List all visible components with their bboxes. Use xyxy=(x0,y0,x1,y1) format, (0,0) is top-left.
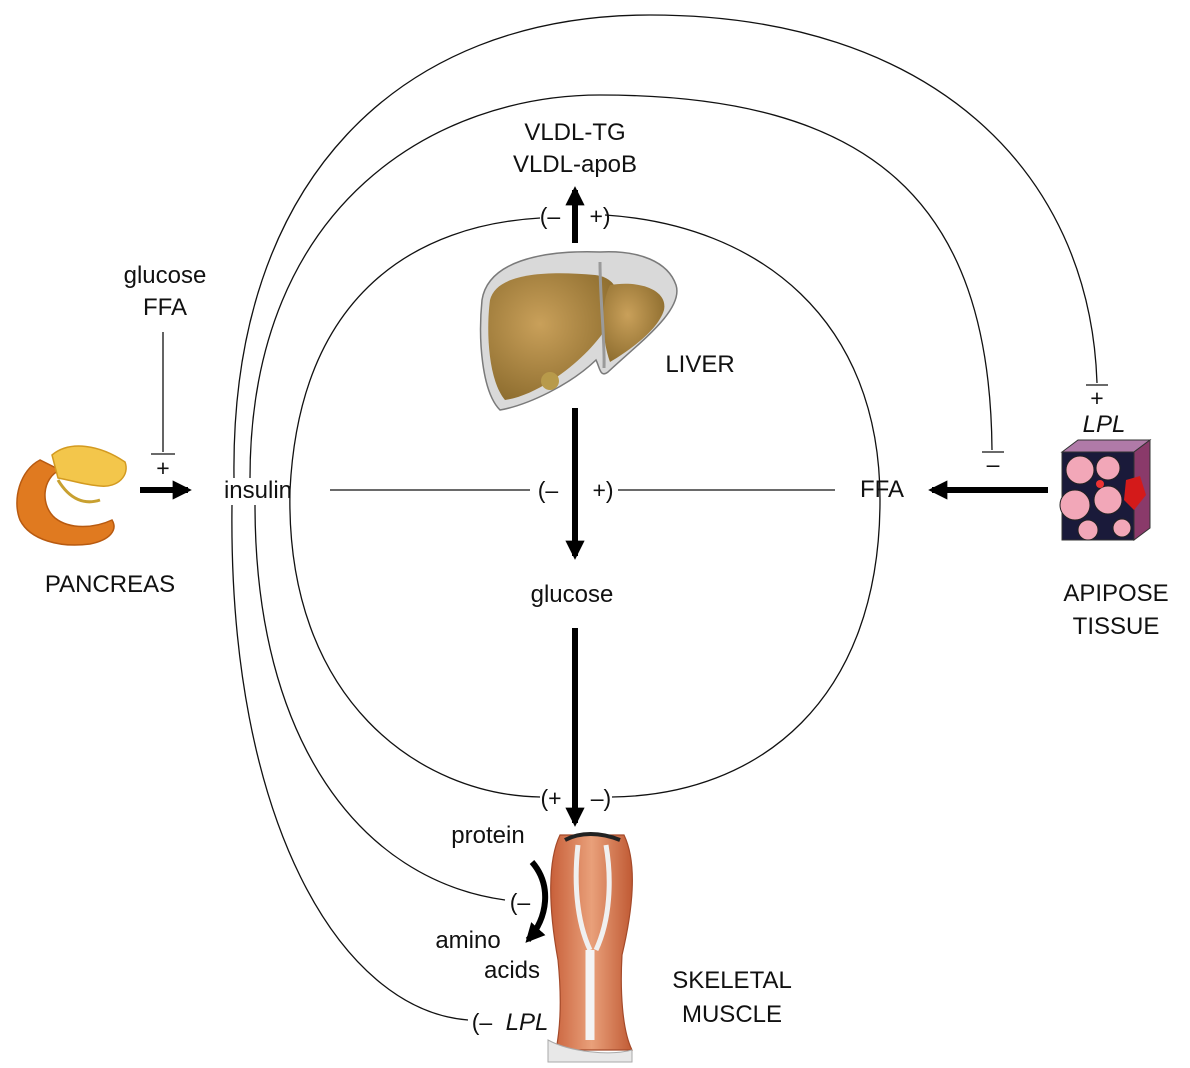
lpl-muscle-label: LPL xyxy=(506,1009,549,1036)
lpl-adipose-label: LPL xyxy=(1083,411,1126,438)
arc-insulin-muscle-lpl xyxy=(232,505,468,1020)
sign-protein-minus: (– xyxy=(510,889,531,915)
adipose-label-line1: APIPOSE xyxy=(1063,580,1168,607)
sign-muscle-minus: –) xyxy=(591,785,611,811)
sign-vldl-plus: +) xyxy=(589,203,610,229)
vldl-apob-label: VLDL-apoB xyxy=(513,151,637,178)
sign-glucose-plus: +) xyxy=(592,477,613,503)
skeletal-muscle-icon xyxy=(548,834,632,1062)
sign-vldl-minus: (– xyxy=(540,203,561,229)
sign-adipose-lpl-plus: + xyxy=(1090,385,1103,411)
arrow-protein-amino xyxy=(528,862,545,940)
adipose-tissue-icon xyxy=(1060,440,1150,540)
insulin-label: insulin xyxy=(224,477,292,504)
pancreas-icon xyxy=(17,446,126,545)
protein-label: protein xyxy=(451,822,524,849)
sign-pancreas-plus: + xyxy=(156,455,169,481)
pancreas-input-glucose-label: glucose xyxy=(124,262,207,289)
adipose-label-line2: TISSUE xyxy=(1073,613,1160,640)
liver-icon xyxy=(481,252,677,410)
muscle-label-line1: SKELETAL xyxy=(672,967,792,994)
muscle-label-line2: MUSCLE xyxy=(682,1001,782,1028)
glucose-label: glucose xyxy=(531,581,614,608)
liver-label: LIVER xyxy=(665,351,734,378)
sign-muscle-plus: (+ xyxy=(540,785,561,811)
amino-label-line2: acids xyxy=(484,957,540,984)
vldl-tg-label: VLDL-TG xyxy=(524,119,625,146)
sign-lpl-muscle-minus: (– xyxy=(472,1009,493,1035)
amino-label-line1: amino xyxy=(435,927,500,954)
pancreas-label: PANCREAS xyxy=(45,571,175,598)
arc-insulin-adipose-lpl xyxy=(234,15,1097,478)
pancreas-input-ffa-label: FFA xyxy=(143,294,187,321)
ffa-label: FFA xyxy=(860,476,904,503)
sign-adipose-ffa-minus: – xyxy=(987,451,1000,477)
sign-glucose-minus: (– xyxy=(538,477,559,503)
